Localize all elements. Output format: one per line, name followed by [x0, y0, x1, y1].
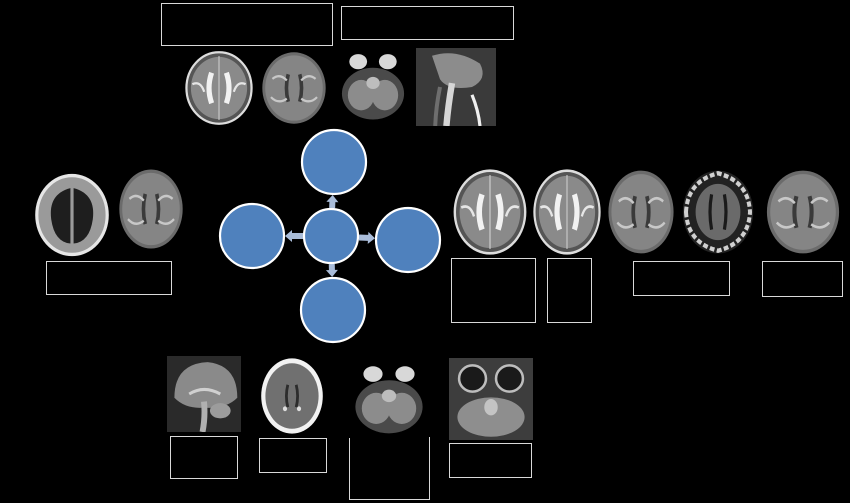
- arrow-center-to-right: [358, 231, 376, 244]
- node-bottom: [299, 276, 367, 344]
- axial-dwi-brain-scan: [258, 50, 330, 126]
- axial-ct-brain-scan: [257, 356, 327, 436]
- label-box-top-2: [341, 6, 514, 40]
- node-top: [300, 128, 368, 196]
- sagittal-spine-scan: [416, 48, 496, 126]
- axial-orbits-scan: [449, 358, 533, 440]
- label-box-bottom-4: [449, 443, 532, 478]
- label-box-top-1: [161, 3, 333, 46]
- arrow-center-to-top: [326, 194, 339, 209]
- axial-posterior-fossa-scan: [336, 48, 410, 124]
- sagittal-t1-brain-scan: [167, 356, 241, 432]
- node-right: [374, 206, 442, 274]
- label-box-bottom-3: [349, 437, 430, 500]
- node-left: [218, 202, 286, 270]
- arrow-center-to-bottom: [325, 263, 338, 278]
- axial-dwi-brain-scan-b: [604, 168, 678, 256]
- node-center: [302, 207, 360, 265]
- label-box-right-4: [762, 261, 843, 297]
- label-box-left-1: [46, 261, 172, 295]
- axial-dilated-ventricles-scan: [32, 173, 112, 257]
- axial-atrophic-cortex-scan: [678, 168, 758, 256]
- label-box-bottom-2: [259, 438, 327, 473]
- axial-t2-brain-scan-a: [450, 168, 530, 256]
- label-box-bottom-1: [170, 436, 238, 479]
- label-box-right-2: [547, 258, 592, 323]
- axial-t2-neonatal-brain-scan: [182, 50, 256, 126]
- label-box-right-3: [633, 261, 730, 296]
- axial-dwi-bright-cortex-scan: [115, 167, 187, 251]
- axial-dwi-bright-basal-ganglia-scan: [762, 168, 844, 256]
- axial-t2-brain-scan-b: [530, 168, 604, 256]
- axial-brainstem-scan: [349, 360, 429, 438]
- label-box-right-1: [451, 258, 536, 323]
- arrow-center-to-left: [285, 230, 303, 242]
